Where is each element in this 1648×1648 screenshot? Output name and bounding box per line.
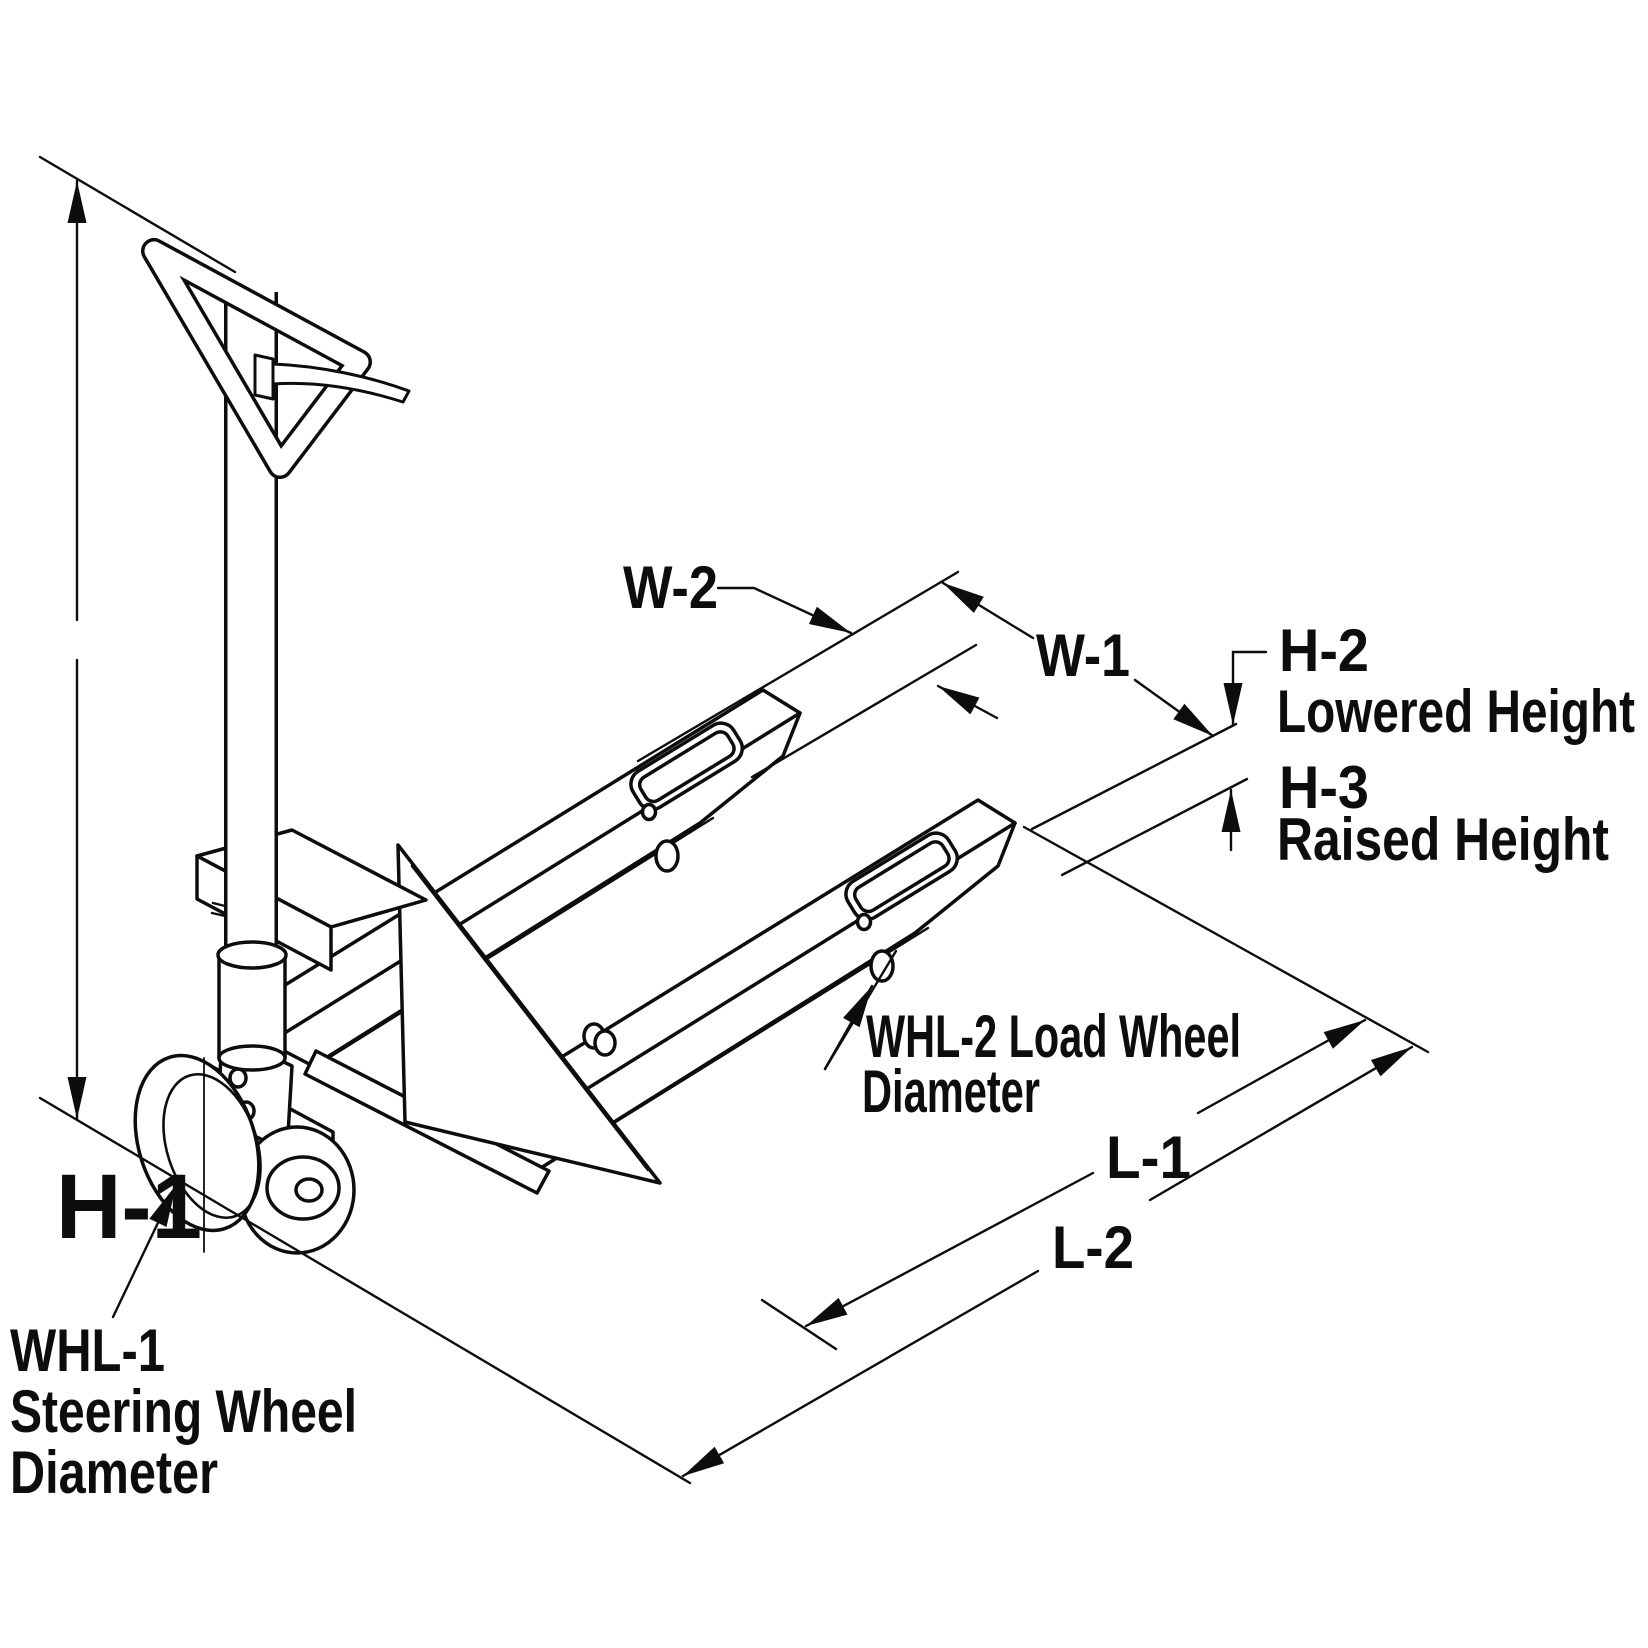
label-whl1-line1: WHL-1 [10,1317,165,1384]
label-l1: L-1 [1106,1124,1191,1191]
w2-dimension [716,586,999,720]
label-whl2-line1: WHL-2 Load Wheel [866,1003,1241,1070]
whl2-leader [823,949,898,1071]
fork-left-pin [640,802,658,822]
ground-extension-line [38,1096,692,1485]
label-h2-code: H-2 [1279,617,1369,684]
l1-dimension [804,1018,1367,1328]
h1-top-extension-line [38,155,237,274]
gusset-plate [396,843,662,1185]
label-whl1-line2: Steering Wheel [10,1378,357,1445]
label-h3-code: H-3 [1279,754,1369,821]
l2-dimension [681,1045,1414,1478]
label-h3-desc: Raised Height [1277,806,1609,873]
fork-tip-extension-line [1022,825,1430,1054]
label-w1: W-1 [1036,622,1130,689]
w1-dimension [941,581,1215,738]
h2-dimension [1223,650,1268,727]
fork-right-handhole [844,831,960,922]
fork-left-load-wheel [654,839,680,873]
label-whl1-line3: Diameter [10,1439,218,1506]
dimension-lines [38,155,1430,1485]
h3-extension-line [1060,777,1249,877]
fork-right-load-wheel [869,949,895,983]
label-h2-desc: Lowered Height [1277,678,1635,745]
l1-left-tick [760,1298,838,1351]
fork-right-pin [855,912,873,932]
w-extension-inner [750,643,978,779]
h2-extension-line [1030,722,1238,831]
steering-wheel-inner [238,1125,356,1255]
labels: H-1 W-2 W-1 H-2 Lowered Height H-3 Raise… [10,554,1635,1506]
label-l2: L-2 [1052,1214,1134,1281]
release-lever [253,353,411,404]
label-h1: H-1 [56,1156,202,1258]
pallet-jack-drawing [133,238,1017,1255]
w-extension-outer-left [636,570,960,763]
label-w2: W-2 [623,554,718,621]
whl1-leader [111,1183,178,1319]
fork-left-handhole [629,721,745,812]
label-whl2-line2: Diameter [862,1058,1040,1125]
fork-left [228,688,802,1068]
handle-loop [141,238,372,479]
